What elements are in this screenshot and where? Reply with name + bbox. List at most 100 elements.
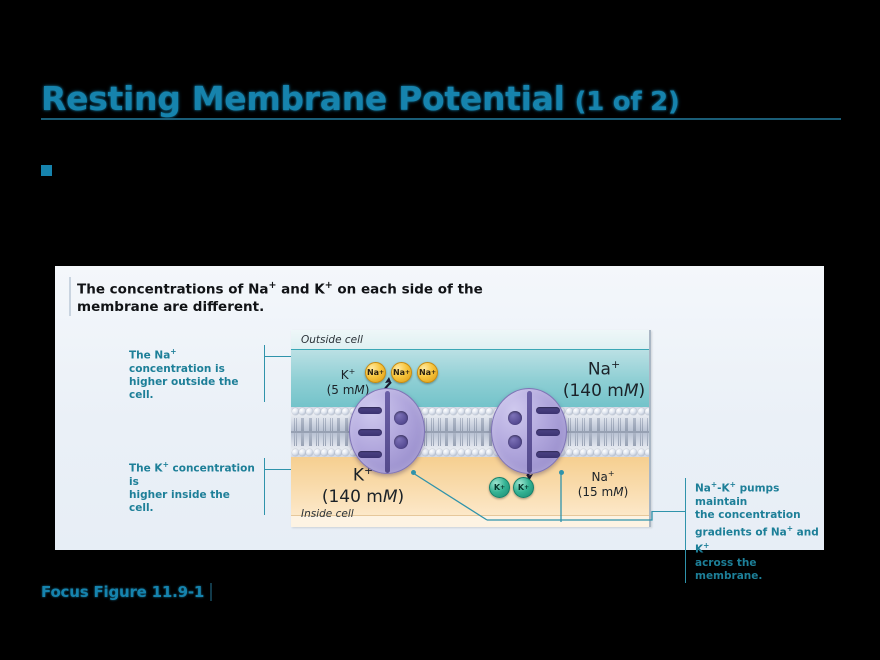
lipid-head <box>637 408 645 415</box>
lipid-tail <box>310 433 312 446</box>
lipid-tail <box>569 433 571 446</box>
figure-credit: Focus Figure 11.9-1 <box>41 583 213 601</box>
lipid-tail <box>339 433 341 446</box>
pump-binding-site <box>508 435 522 449</box>
lipid-tail <box>596 418 598 431</box>
lipid-tail <box>447 433 449 446</box>
lipid-tail <box>344 418 346 431</box>
lipid-tail <box>603 433 605 446</box>
lipid-tail <box>431 418 433 431</box>
lipid-tail <box>332 433 334 446</box>
lipid-head <box>587 408 595 415</box>
lipid-tail <box>575 418 577 431</box>
concentration-na-outside: Na+(140 mM) <box>562 358 646 401</box>
lipid-tail <box>476 418 478 431</box>
lipid-tail <box>468 418 470 431</box>
pump-binding-site <box>394 411 408 425</box>
lipid-tail <box>440 433 442 446</box>
lipid-tail <box>582 418 584 431</box>
lipid-tail <box>605 433 607 446</box>
lipid-tail <box>294 433 296 446</box>
lipid-tail <box>591 418 593 431</box>
lipid-tail <box>461 418 463 431</box>
lipid-tail <box>459 433 461 446</box>
lipid-tail <box>634 418 636 431</box>
lipid-tail <box>598 433 600 446</box>
lipid-tail <box>576 418 578 431</box>
lipid-tail <box>611 433 613 446</box>
pump-slot <box>536 407 560 414</box>
lipid-tail <box>438 433 440 446</box>
lipid-head <box>292 449 299 456</box>
lipid-head <box>472 408 479 415</box>
lipid-head <box>313 408 321 415</box>
lipid-tail <box>337 418 339 431</box>
lipid-tail <box>330 418 332 431</box>
lipid-tail <box>459 418 461 431</box>
pump-cleft <box>384 391 390 473</box>
lipid-head <box>328 449 335 456</box>
ion-k-inside: K+ <box>513 477 534 498</box>
leader-line-na-outside <box>265 356 291 358</box>
ion-label: Na <box>366 368 380 377</box>
lipid-head <box>443 408 451 415</box>
lipid-tail <box>303 418 305 431</box>
lipid-head <box>637 449 645 456</box>
lipid-tail <box>632 433 634 446</box>
lipid-tail <box>476 433 478 446</box>
lipid-tail <box>438 418 440 431</box>
bullet-list-item <box>41 160 801 176</box>
lipid-tail <box>490 418 492 431</box>
lipid-tail <box>488 418 490 431</box>
lipid-head <box>486 449 494 456</box>
lipid-tail <box>605 418 607 431</box>
lipid-tail <box>648 433 649 446</box>
lipid-tail <box>323 433 325 446</box>
slide-title-text: Resting Membrane Potential(1 of 2) <box>41 80 841 121</box>
lipid-tail <box>620 418 622 431</box>
lipid-tail <box>310 418 312 431</box>
lipid-tail <box>612 433 614 446</box>
lipid-head <box>644 408 649 415</box>
lipid-head <box>306 408 314 415</box>
leader-line-pumps <box>652 511 686 513</box>
square-bullet-icon <box>41 165 52 176</box>
lipid-head <box>457 449 465 456</box>
page-title: Resting Membrane Potential(1 of 2) <box>41 80 841 121</box>
pump-slot <box>358 429 382 436</box>
lipid-head <box>608 449 616 456</box>
lipid-tail <box>639 433 641 446</box>
lipid-head <box>472 449 479 456</box>
lipid-tail <box>584 418 586 431</box>
lipid-tail <box>301 418 303 431</box>
na-k-pump-protein-left <box>349 388 425 474</box>
lipid-tail <box>474 433 476 446</box>
lipid-tail <box>452 418 454 431</box>
lipid-tail <box>432 433 434 446</box>
lipid-head <box>630 408 638 415</box>
leader-dot-pump-left <box>411 470 416 475</box>
lipid-head <box>644 449 649 456</box>
lipid-tail <box>431 433 433 446</box>
lipid-head <box>479 408 487 415</box>
lipid-tail <box>344 433 346 446</box>
lipid-head <box>565 449 573 456</box>
lipid-head <box>450 408 458 415</box>
lipid-head <box>623 449 631 456</box>
lipid-tail <box>569 418 571 431</box>
lipid-tail <box>641 418 643 431</box>
lipid-tail <box>317 418 319 431</box>
lipid-tail <box>648 418 649 431</box>
bilayer-midline <box>291 431 649 433</box>
lipid-tail <box>641 433 643 446</box>
lipid-head <box>457 408 465 415</box>
lipid-head <box>320 408 328 415</box>
pump-slot <box>358 407 382 414</box>
lipid-tail <box>296 418 298 431</box>
ion-na-outside: Na+ <box>417 362 438 383</box>
concentration-na-inside: Na+(15 mM) <box>577 469 629 499</box>
pump-slot <box>536 451 560 458</box>
lipid-head <box>342 408 350 415</box>
lipid-head <box>630 449 638 456</box>
